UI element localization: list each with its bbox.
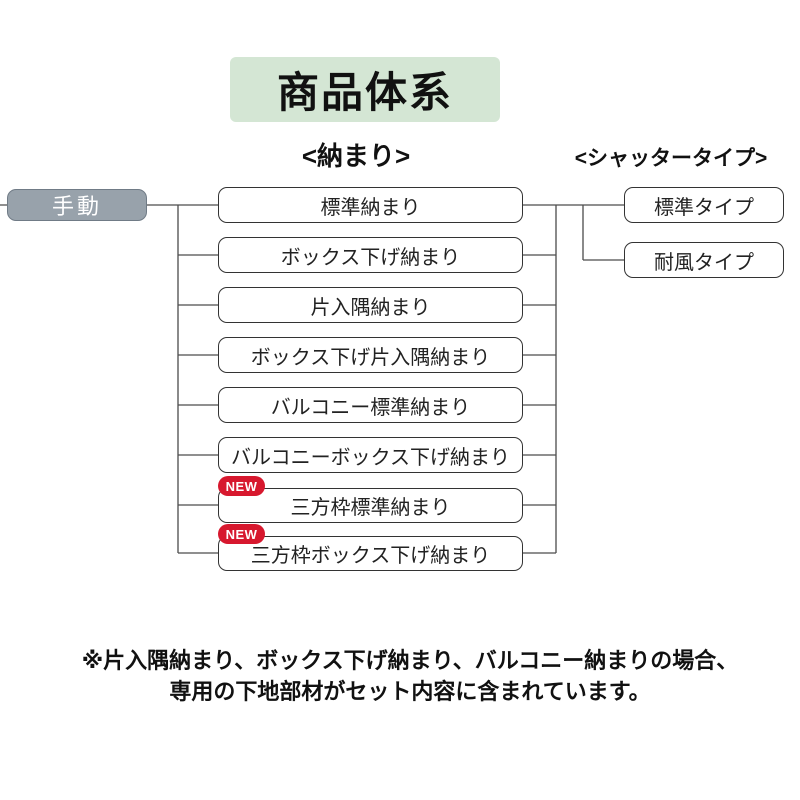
node-shutter-wind-resistant-type: 耐風タイプ	[624, 242, 784, 278]
shutter-column-header: <シャッタータイプ>	[574, 147, 768, 170]
node-fitting-three-side-frame-box-lowered: 三方枠ボックス下げ納まり	[218, 536, 523, 571]
node-shutter-standard-type: 標準タイプ	[624, 187, 784, 223]
new-badge: NEW	[218, 524, 265, 544]
node-fitting-standard: 標準納まり	[218, 187, 523, 223]
footnote-line-2: 専用の下地部材がセット内容に含まれています。	[169, 679, 651, 704]
new-badge: NEW	[218, 476, 265, 496]
page-title: 商品体系	[230, 57, 500, 122]
node-fitting-one-side-corner: 片入隅納まり	[218, 287, 523, 323]
node-fitting-three-side-frame-standard: 三方枠標準納まり	[218, 488, 523, 523]
footnote: ※片入隅納まり、ボックス下げ納まり、バルコニー納まりの場合、 専用の下地部材がセ…	[20, 645, 800, 707]
node-fitting-balcony-standard: バルコニー標準納まり	[218, 387, 523, 423]
node-fitting-box-lowered-one-side-corner: ボックス下げ片入隅納まり	[218, 337, 523, 373]
footnote-line-1: ※片入隅納まり、ボックス下げ納まり、バルコニー納まりの場合、	[81, 648, 739, 673]
node-fitting-balcony-box-lowered: バルコニーボックス下げ納まり	[218, 437, 523, 473]
node-manual: 手動	[7, 189, 147, 221]
node-fitting-box-lowered: ボックス下げ納まり	[218, 237, 523, 273]
fitting-column-header: <納まり>	[301, 141, 411, 171]
